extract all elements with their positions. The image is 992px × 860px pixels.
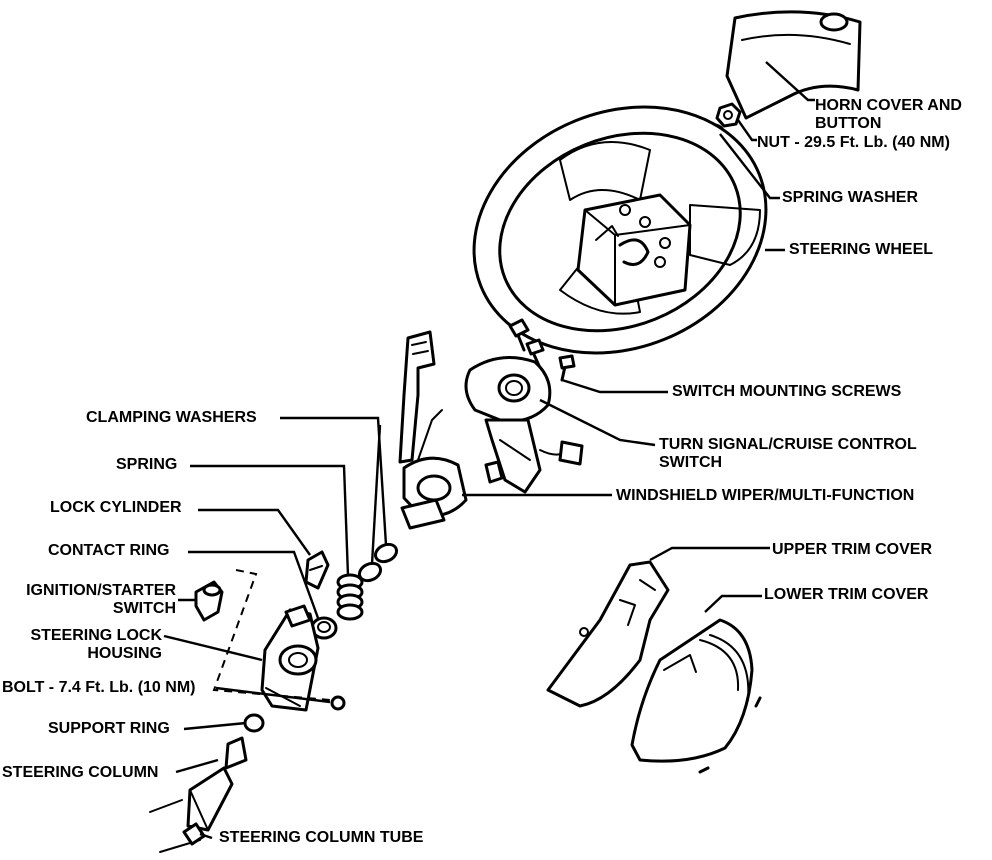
label-ignition-switch: IGNITION/STARTER SWITCH bbox=[26, 582, 176, 617]
label-horn-cover: HORN COVER AND BUTTON bbox=[815, 97, 962, 132]
label-clamping-washers: CLAMPING WASHERS bbox=[86, 409, 257, 426]
wiper-switch-part bbox=[398, 330, 468, 530]
horn-cover-part bbox=[725, 10, 862, 120]
label-steering-lock-housing: STEERING LOCK HOUSING bbox=[30, 627, 162, 662]
lock-cylinder-part bbox=[304, 550, 330, 590]
turn-signal-switch-part bbox=[464, 356, 584, 494]
label-contact-ring: CONTACT RING bbox=[48, 542, 170, 559]
nut-part bbox=[715, 102, 742, 128]
upper-trim-cover-part bbox=[546, 560, 670, 708]
leader-lines bbox=[163, 61, 815, 840]
bolt-part bbox=[330, 695, 346, 711]
label-spring: SPRING bbox=[116, 456, 178, 473]
lower-trim-cover-part bbox=[630, 618, 762, 774]
label-switch-mounting-screws: SWITCH MOUNTING SCREWS bbox=[672, 383, 902, 400]
label-lower-trim-cover: LOWER TRIM COVER bbox=[764, 586, 929, 603]
label-steering-column: STEERING COLUMN bbox=[2, 764, 159, 781]
label-lock-cylinder: LOCK CYLINDER bbox=[50, 499, 182, 516]
label-bolt: BOLT - 7.4 Ft. Lb. (10 NM) bbox=[2, 679, 196, 696]
label-steering-wheel: STEERING WHEEL bbox=[789, 241, 934, 258]
label-spring-washer: SPRING WASHER bbox=[782, 189, 919, 206]
label-upper-trim-cover: UPPER TRIM COVER bbox=[772, 541, 933, 558]
label-turn-signal-switch: TURN SIGNAL/CRUISE CONTROL SWITCH bbox=[659, 436, 917, 471]
support-ring-part bbox=[243, 713, 265, 733]
label-nut: NUT - 29.5 Ft. Lb. (40 NM) bbox=[757, 134, 950, 151]
steering-wheel-part bbox=[472, 105, 768, 355]
steering-column-part bbox=[149, 736, 248, 853]
spring-part bbox=[336, 573, 364, 621]
clamping-washers-part bbox=[357, 542, 399, 583]
label-support-ring: SUPPORT RING bbox=[48, 720, 170, 737]
label-windshield-wiper: WINDSHIELD WIPER/MULTI-FUNCTION bbox=[616, 487, 915, 504]
ignition-switch-part bbox=[194, 580, 224, 622]
label-steering-column-tube: STEERING COLUMN TUBE bbox=[219, 829, 424, 846]
